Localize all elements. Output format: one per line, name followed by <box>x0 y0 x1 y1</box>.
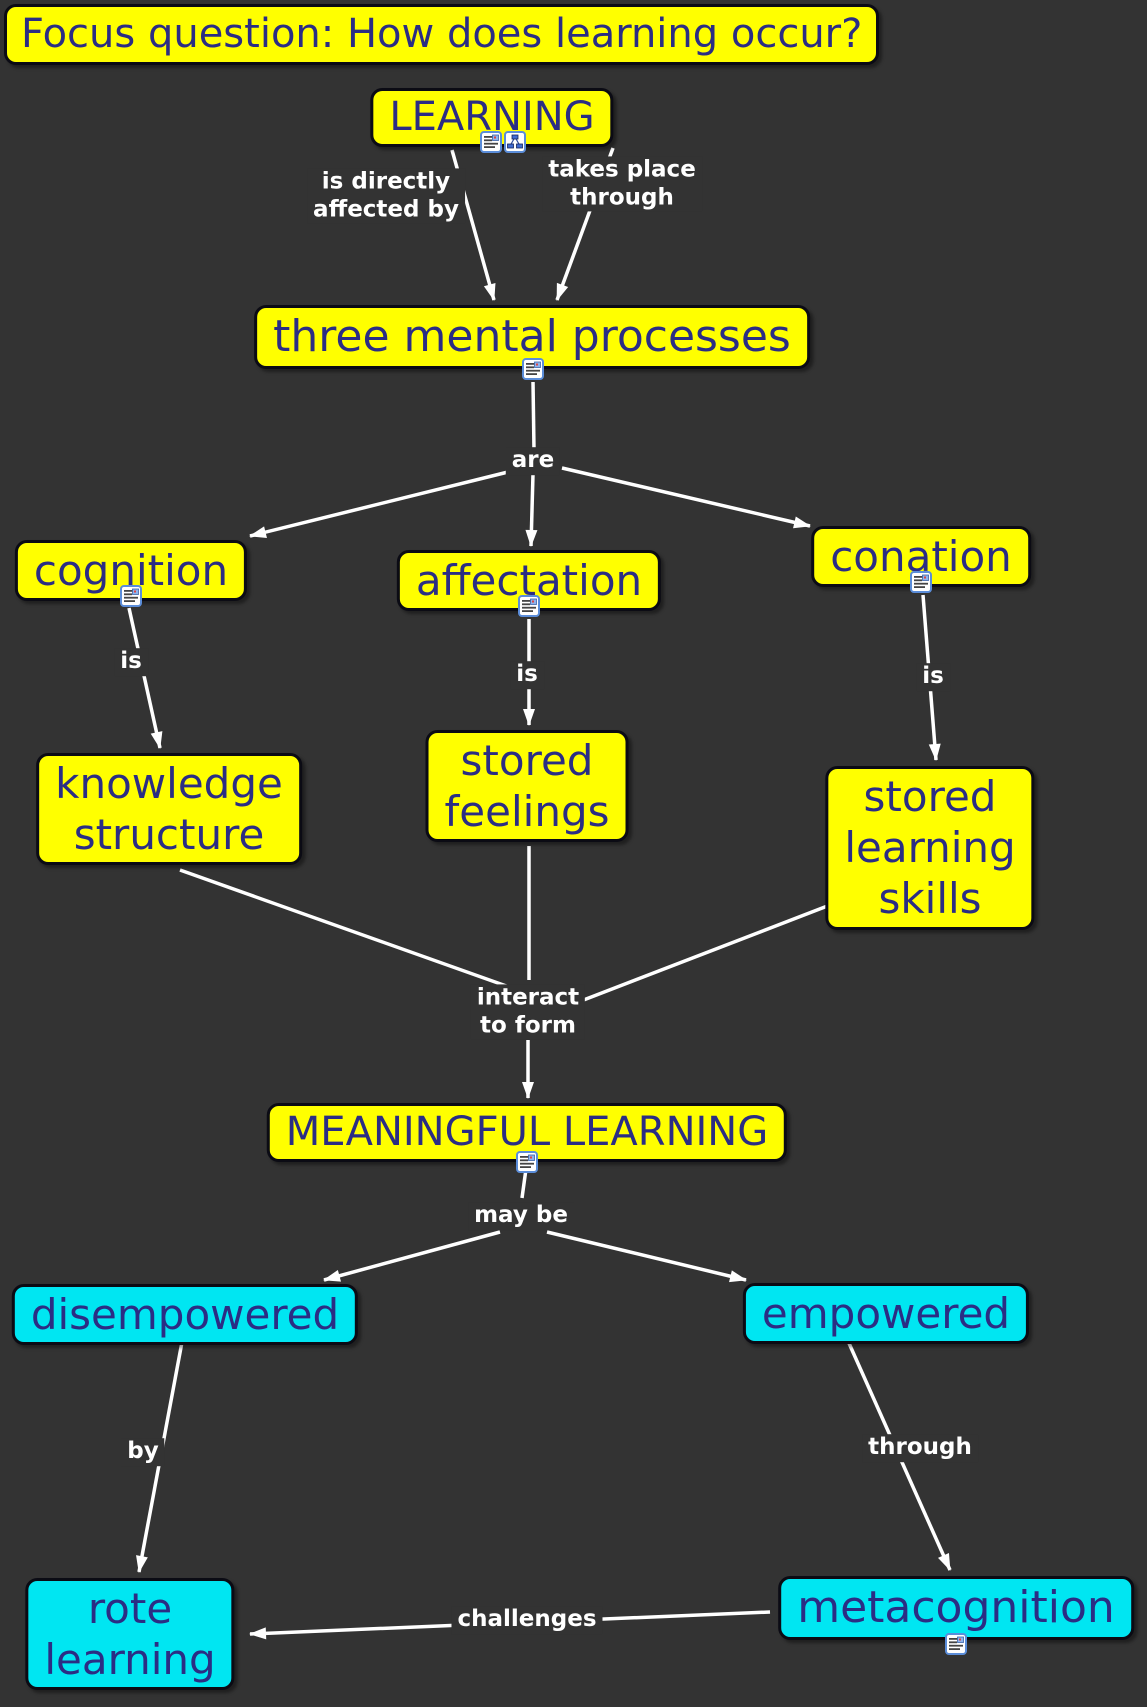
concept-metacognition[interactable]: metacognition <box>778 1576 1134 1640</box>
resource-icon[interactable] <box>910 571 932 593</box>
concept-affectation[interactable]: affectation <box>396 550 662 612</box>
edge-are-to-cognition <box>249 470 509 538</box>
link-are[interactable]: are <box>505 447 561 475</box>
edge-skills-to-interact <box>567 903 831 1008</box>
focus-question-node[interactable]: Focus question: How does learning occur? <box>4 4 880 65</box>
resource-icon[interactable] <box>522 358 544 380</box>
link-may-be[interactable]: may be <box>468 1202 574 1230</box>
resource-icon[interactable] <box>518 595 540 617</box>
link-through[interactable]: through <box>862 1434 978 1462</box>
link-is-directly-affected-by[interactable]: is directly affected by <box>307 168 465 224</box>
resource-icon[interactable] <box>480 131 502 153</box>
link-interact-to-form[interactable]: interact to form <box>470 984 586 1040</box>
link-challenges[interactable]: challenges <box>451 1606 603 1634</box>
edge-meaningful-to-maybe <box>520 1168 528 1199</box>
edge-cognition-to-knowledge <box>127 607 163 749</box>
edge-are-to-affectation <box>525 473 538 547</box>
concept-meaningful-learning[interactable]: MEANINGFUL LEARNING <box>266 1103 788 1162</box>
link-by[interactable]: by <box>121 1438 165 1466</box>
edge-maybe-to-disempowered <box>323 1230 501 1282</box>
cmap-link-icon[interactable] <box>504 131 526 153</box>
concept-rote-learning[interactable]: rote learning <box>25 1578 235 1691</box>
edge-are-to-conation <box>561 466 811 529</box>
resource-icon[interactable] <box>945 1633 967 1655</box>
link-is-conation[interactable]: is <box>916 663 950 691</box>
edge-knowledge-to-interact <box>179 868 513 990</box>
link-is-affectation[interactable]: is <box>510 661 544 689</box>
edge-processes-to-are <box>531 381 536 451</box>
resource-icon[interactable] <box>120 585 142 607</box>
resource-icon[interactable] <box>516 1151 538 1173</box>
edge-maybe-to-empowered <box>546 1230 747 1283</box>
concept-stored-feelings[interactable]: stored feelings <box>425 730 629 843</box>
concept-disempowered[interactable]: disempowered <box>11 1284 359 1346</box>
link-is-cognition[interactable]: is <box>114 648 148 676</box>
concept-stored-learning-skills[interactable]: stored learning skills <box>825 766 1035 930</box>
concept-empowered[interactable]: empowered <box>742 1283 1030 1345</box>
concept-knowledge-structure[interactable]: knowledge structure <box>36 753 302 866</box>
link-takes-place-through[interactable]: takes place through <box>542 156 702 212</box>
